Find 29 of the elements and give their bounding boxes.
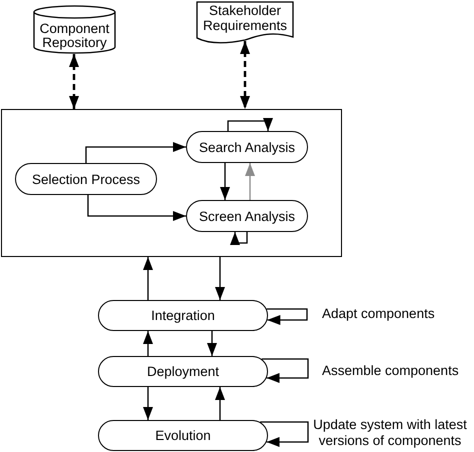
- arrow: [207, 331, 217, 356]
- rounded-process-box: Screen Analysis: [186, 200, 308, 232]
- loop-arrow: [260, 421, 309, 447]
- double-arrow: [240, 41, 250, 109]
- arrow: [220, 163, 230, 200]
- double-arrow: [69, 54, 79, 109]
- rounded-process-box: Evolution: [98, 420, 268, 451]
- arrow: [143, 387, 153, 420]
- arrow: [245, 163, 255, 200]
- document-shape: Stakeholder Requirements: [196, 1, 294, 44]
- arrow: [143, 257, 153, 300]
- loop-arrow: [227, 118, 273, 131]
- loop-arrow: [266, 308, 308, 325]
- rounded-process-box: Selection Process: [15, 163, 157, 195]
- arrow: [85, 142, 186, 163]
- annotation-text: Update system with latest versions of components: [312, 417, 468, 449]
- database-cylinder: Component Repository: [33, 5, 116, 54]
- annotation-text: Assemble components: [322, 363, 459, 379]
- rounded-process-box: Integration: [98, 300, 268, 331]
- arrow: [143, 331, 153, 356]
- loop-arrow: [230, 232, 248, 245]
- annotation-text: Adapt components: [322, 306, 435, 322]
- arrow: [215, 387, 225, 420]
- arrow: [87, 195, 186, 221]
- rounded-process-box: Search Analysis: [186, 131, 308, 163]
- loop-arrow: [262, 358, 309, 383]
- arrow: [215, 257, 225, 300]
- process-frame: [1, 109, 342, 257]
- rounded-process-box: Deployment: [98, 356, 268, 387]
